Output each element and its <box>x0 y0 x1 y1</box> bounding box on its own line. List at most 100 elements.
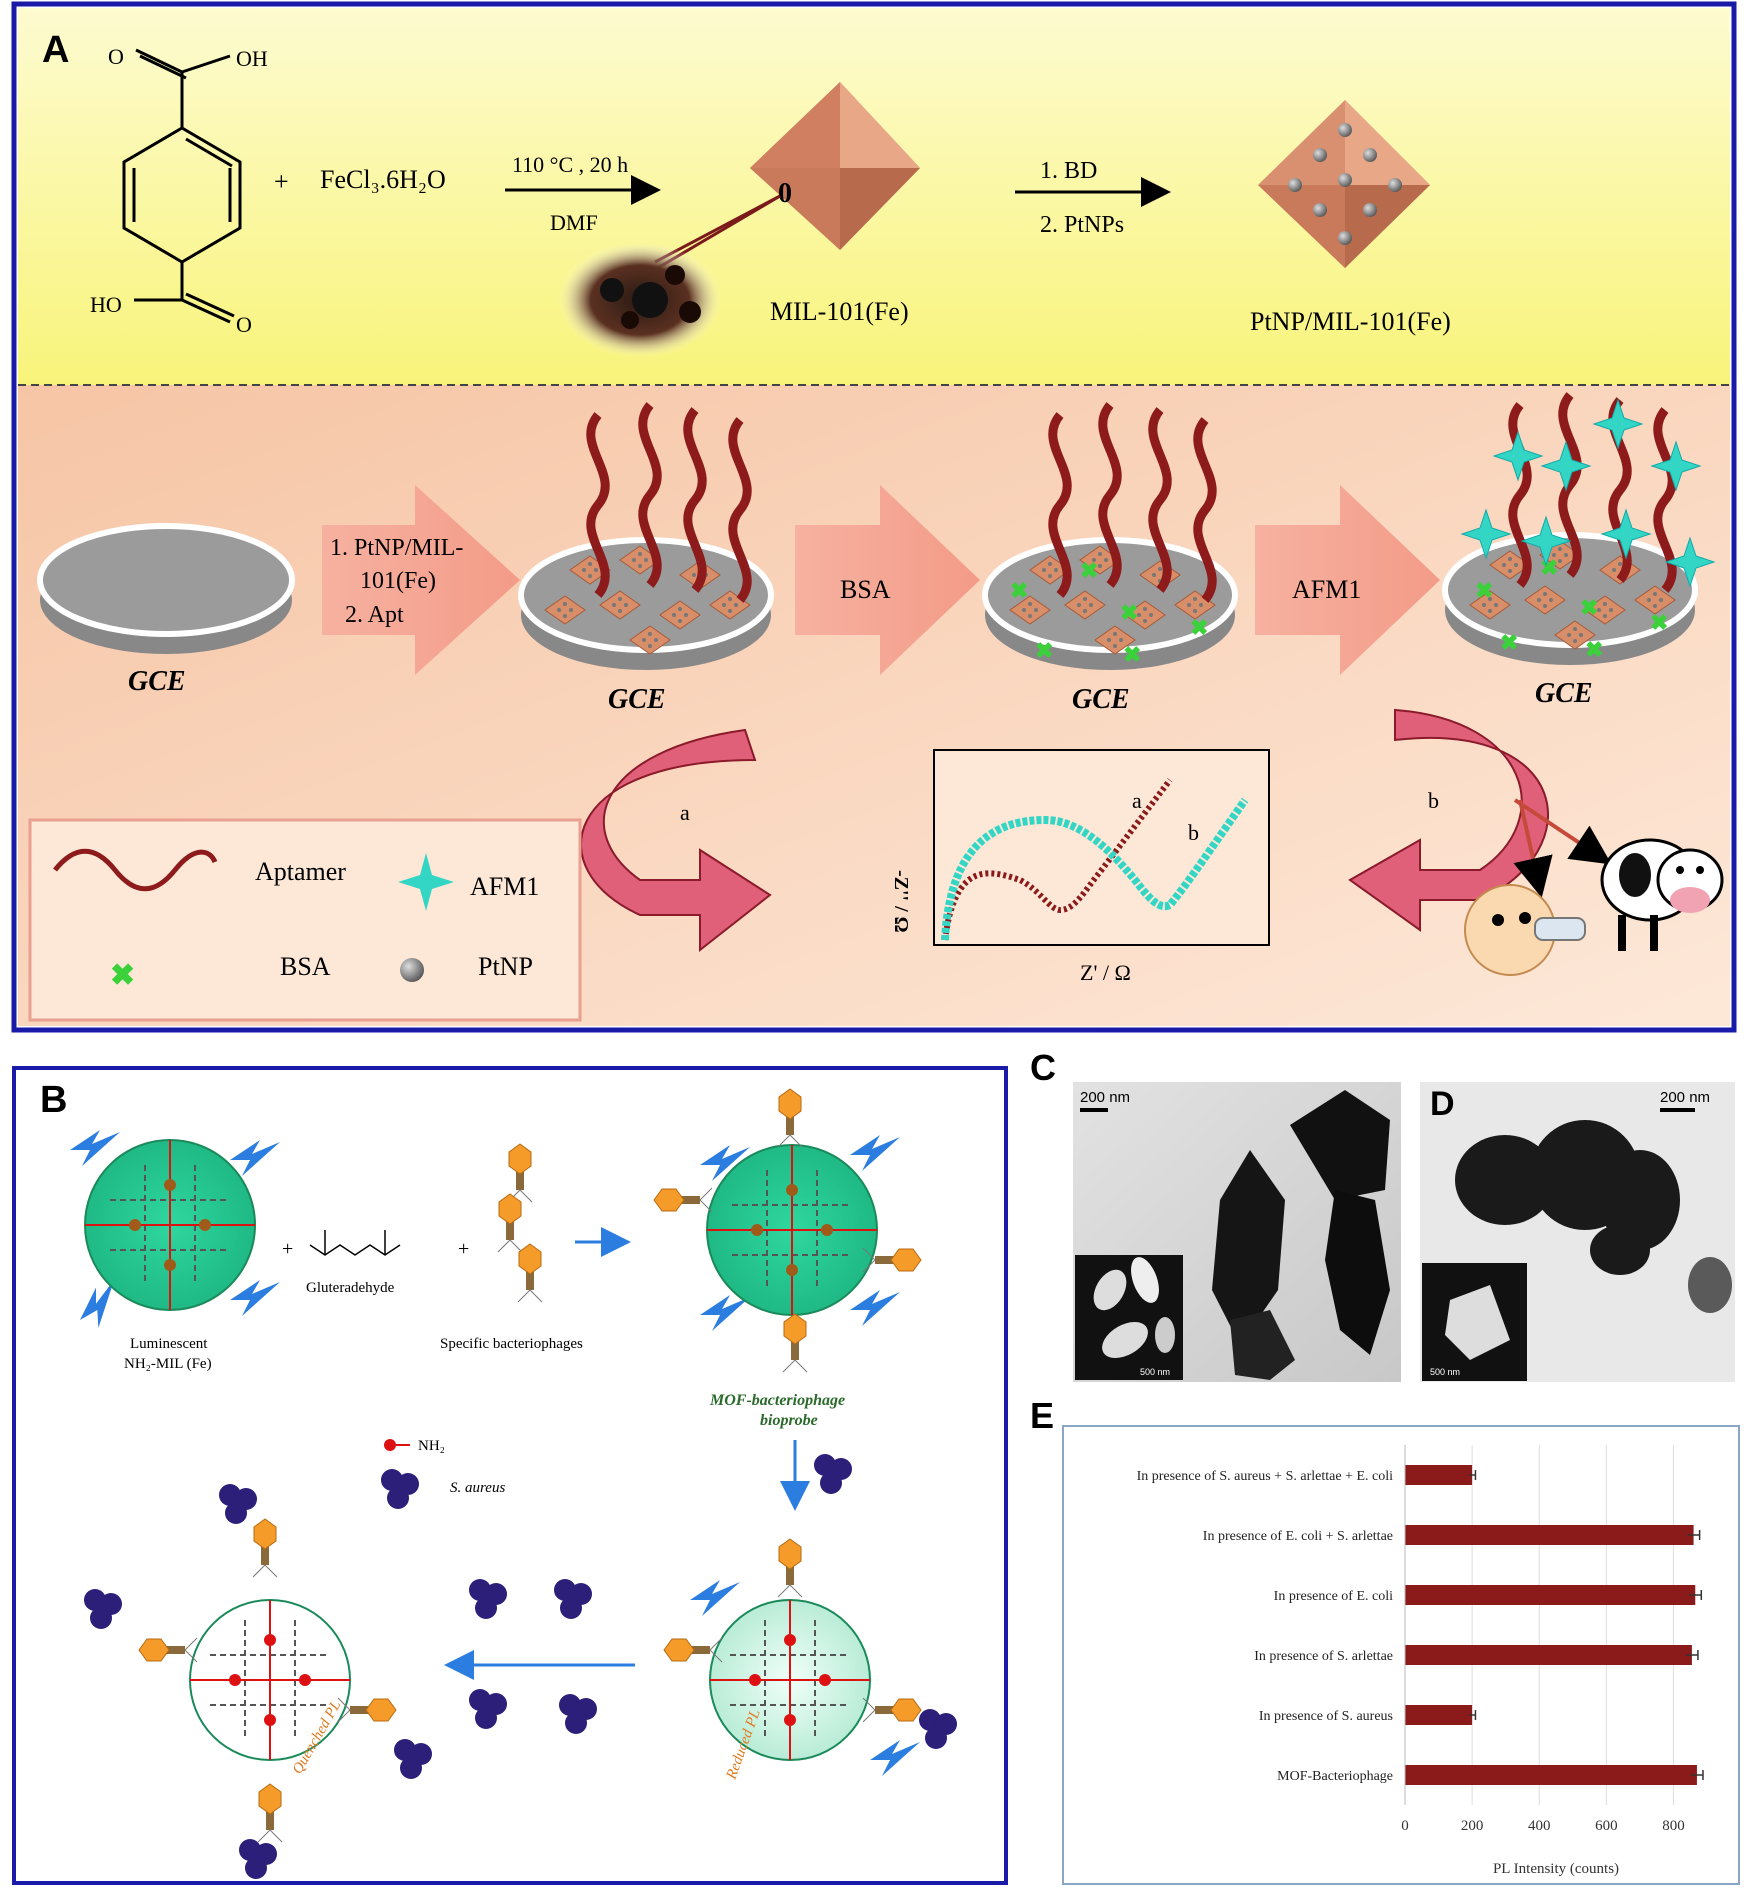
plus-1: + <box>282 1238 293 1260</box>
curve-b-label: b <box>1188 820 1199 845</box>
nh2-legend-icon <box>384 1439 396 1451</box>
legend-ptnp: PtNP <box>478 952 533 981</box>
arrow1-line3: 2. Apt <box>345 602 404 628</box>
curved-arrow-b <box>1348 708 1549 932</box>
scale-d: 200 nm <box>1660 1089 1710 1106</box>
arrow1-line1: 1. PtNP/MIL- <box>330 535 463 561</box>
afm1-legend-icon <box>398 853 454 911</box>
condition-bottom: DMF <box>550 210 598 235</box>
bioprobe-label-2: bioprobe <box>760 1412 818 1429</box>
inset-scale-c: 500 nm <box>1140 1367 1170 1377</box>
svg-text:✖: ✖ <box>1123 642 1141 667</box>
mof-label-1: Luminescent <box>130 1336 208 1352</box>
gce-electrode-bsa: ✖ ✖ ✖ ✖ ✖ ✖ <box>982 405 1238 670</box>
phages-label: Specific bacteriophages <box>440 1336 583 1352</box>
x-tick-label: 400 <box>1528 1818 1551 1834</box>
mof-label-2: NH₂-MIL (Fe) <box>124 1356 212 1372</box>
cow-icon <box>1600 838 1724 951</box>
inset-scale-d: 500 nm <box>1430 1367 1460 1377</box>
category-label: In presence of E. coli <box>1274 1589 1393 1604</box>
svg-text:✖: ✖ <box>1010 578 1028 603</box>
condition-top: 110 °C , 20 h <box>512 152 628 177</box>
step-arrow-bsa <box>795 485 980 675</box>
bar <box>1405 1465 1473 1485</box>
curve-a-arrow-label: a <box>680 800 690 825</box>
legend-box: ✖ <box>28 818 582 1022</box>
panel-a: A O OH HO O + FeCl₃.6H₂O 110 °C , 20 h D… <box>11 1 1737 1033</box>
svg-text:✖: ✖ <box>1540 555 1558 580</box>
bioprobe-label-1: MOF-bacteriophage <box>709 1392 845 1409</box>
bar <box>1405 1705 1473 1725</box>
bar <box>1405 1765 1697 1785</box>
category-label: MOF-Bacteriophage <box>1277 1769 1393 1784</box>
gce-label-4: GCE <box>1535 678 1593 709</box>
plus-2: + <box>458 1238 469 1260</box>
panel-a-letter: A <box>42 29 69 71</box>
nh2-legend: NH₂ <box>418 1438 445 1454</box>
acid-ho-bottom: HO <box>90 292 122 317</box>
mof-label: MIL-101(Fe) <box>770 297 909 326</box>
scale-c: 200 nm <box>1080 1089 1130 1106</box>
product-label: PtNP/MIL-101(Fe) <box>1250 307 1451 336</box>
gce-electrode-bare <box>37 523 295 654</box>
panel-c-letter: C <box>1030 1047 1056 1088</box>
eis-ylabel: -Z'' / Ω <box>890 870 912 933</box>
panel-d-letter: D <box>1430 1085 1455 1123</box>
ptnp-mil101-octahedron <box>1258 100 1430 268</box>
gce-label-3: GCE <box>1072 684 1130 715</box>
gce-label-2: GCE <box>608 684 666 715</box>
mof-luminescent <box>70 1130 280 1334</box>
bar <box>1405 1525 1694 1545</box>
plus-sign: + <box>274 167 289 196</box>
svg-text:✖: ✖ <box>1585 637 1603 662</box>
gce-electrode-afm1: ✖ ✖ ✖ ✖ ✖ ✖ <box>1442 395 1716 665</box>
svg-text:✖: ✖ <box>1500 630 1518 655</box>
mof-reduced-pl <box>663 1538 957 1776</box>
x-axis-label: PL Intensity (counts) <box>1493 1861 1619 1877</box>
category-label: In presence of S. aureus + S. arlettae +… <box>1137 1469 1394 1484</box>
acid-o-top: O <box>108 44 124 69</box>
arrow2-label: BSA <box>840 575 891 604</box>
bar <box>1405 1585 1696 1605</box>
svg-text:✖: ✖ <box>1120 600 1138 625</box>
panels-c-d: C 200 nm 500 nm D 200 nm 500 nm <box>1030 1047 1735 1382</box>
saureus-legend: S. aureus <box>450 1480 505 1496</box>
curved-arrow-a <box>580 728 772 953</box>
x-tick-label: 800 <box>1662 1818 1685 1834</box>
arrow3-label: AFM1 <box>1292 575 1361 604</box>
terephthalic-acid-structure <box>122 48 242 324</box>
glutaraldehyde-label: Gluteradehyde <box>306 1280 395 1296</box>
svg-text:✖: ✖ <box>1190 615 1208 640</box>
legend-afm1: AFM1 <box>470 872 539 901</box>
svg-text:✖: ✖ <box>1035 638 1053 663</box>
curve-a-label: a <box>1132 788 1142 813</box>
bsa-legend-icon: ✖ <box>110 959 135 992</box>
eis-nyquist-plot <box>933 749 1270 946</box>
svg-text:✖: ✖ <box>1650 610 1668 635</box>
x-tick-label: 600 <box>1595 1818 1618 1834</box>
zoom-mark: 0 <box>778 178 792 209</box>
bar <box>1405 1645 1692 1665</box>
aptamer-legend-icon <box>53 848 218 892</box>
step-arrow-apt <box>322 485 520 675</box>
sem-image-mof <box>558 242 722 358</box>
glutaraldehyde-structure <box>309 1230 401 1256</box>
gce-label-1: GCE <box>128 666 186 697</box>
baby-icon <box>1464 884 1586 976</box>
reagent-label: FeCl₃.6H₂O <box>320 165 446 194</box>
mil101-octahedron <box>750 82 920 250</box>
category-label: In presence of S. arlettae <box>1254 1649 1393 1664</box>
step2-label: 2. PtNPs <box>1040 212 1124 238</box>
ptnp-legend-icon <box>400 958 424 982</box>
legend-bsa: BSA <box>280 952 331 981</box>
step-arrow-afm1 <box>1255 485 1440 675</box>
gce-electrode-aptamer <box>518 405 774 670</box>
svg-text:✖: ✖ <box>1475 578 1493 603</box>
x-tick-label: 0 <box>1401 1818 1409 1834</box>
acid-o-bottom: O <box>236 312 252 337</box>
curve-b-arrow-label: b <box>1428 788 1439 813</box>
category-label: In presence of E. coli + S. arlettae <box>1203 1529 1393 1544</box>
step1-label: 1. BD <box>1040 158 1097 184</box>
mof-quenched-pl <box>84 1484 432 1879</box>
